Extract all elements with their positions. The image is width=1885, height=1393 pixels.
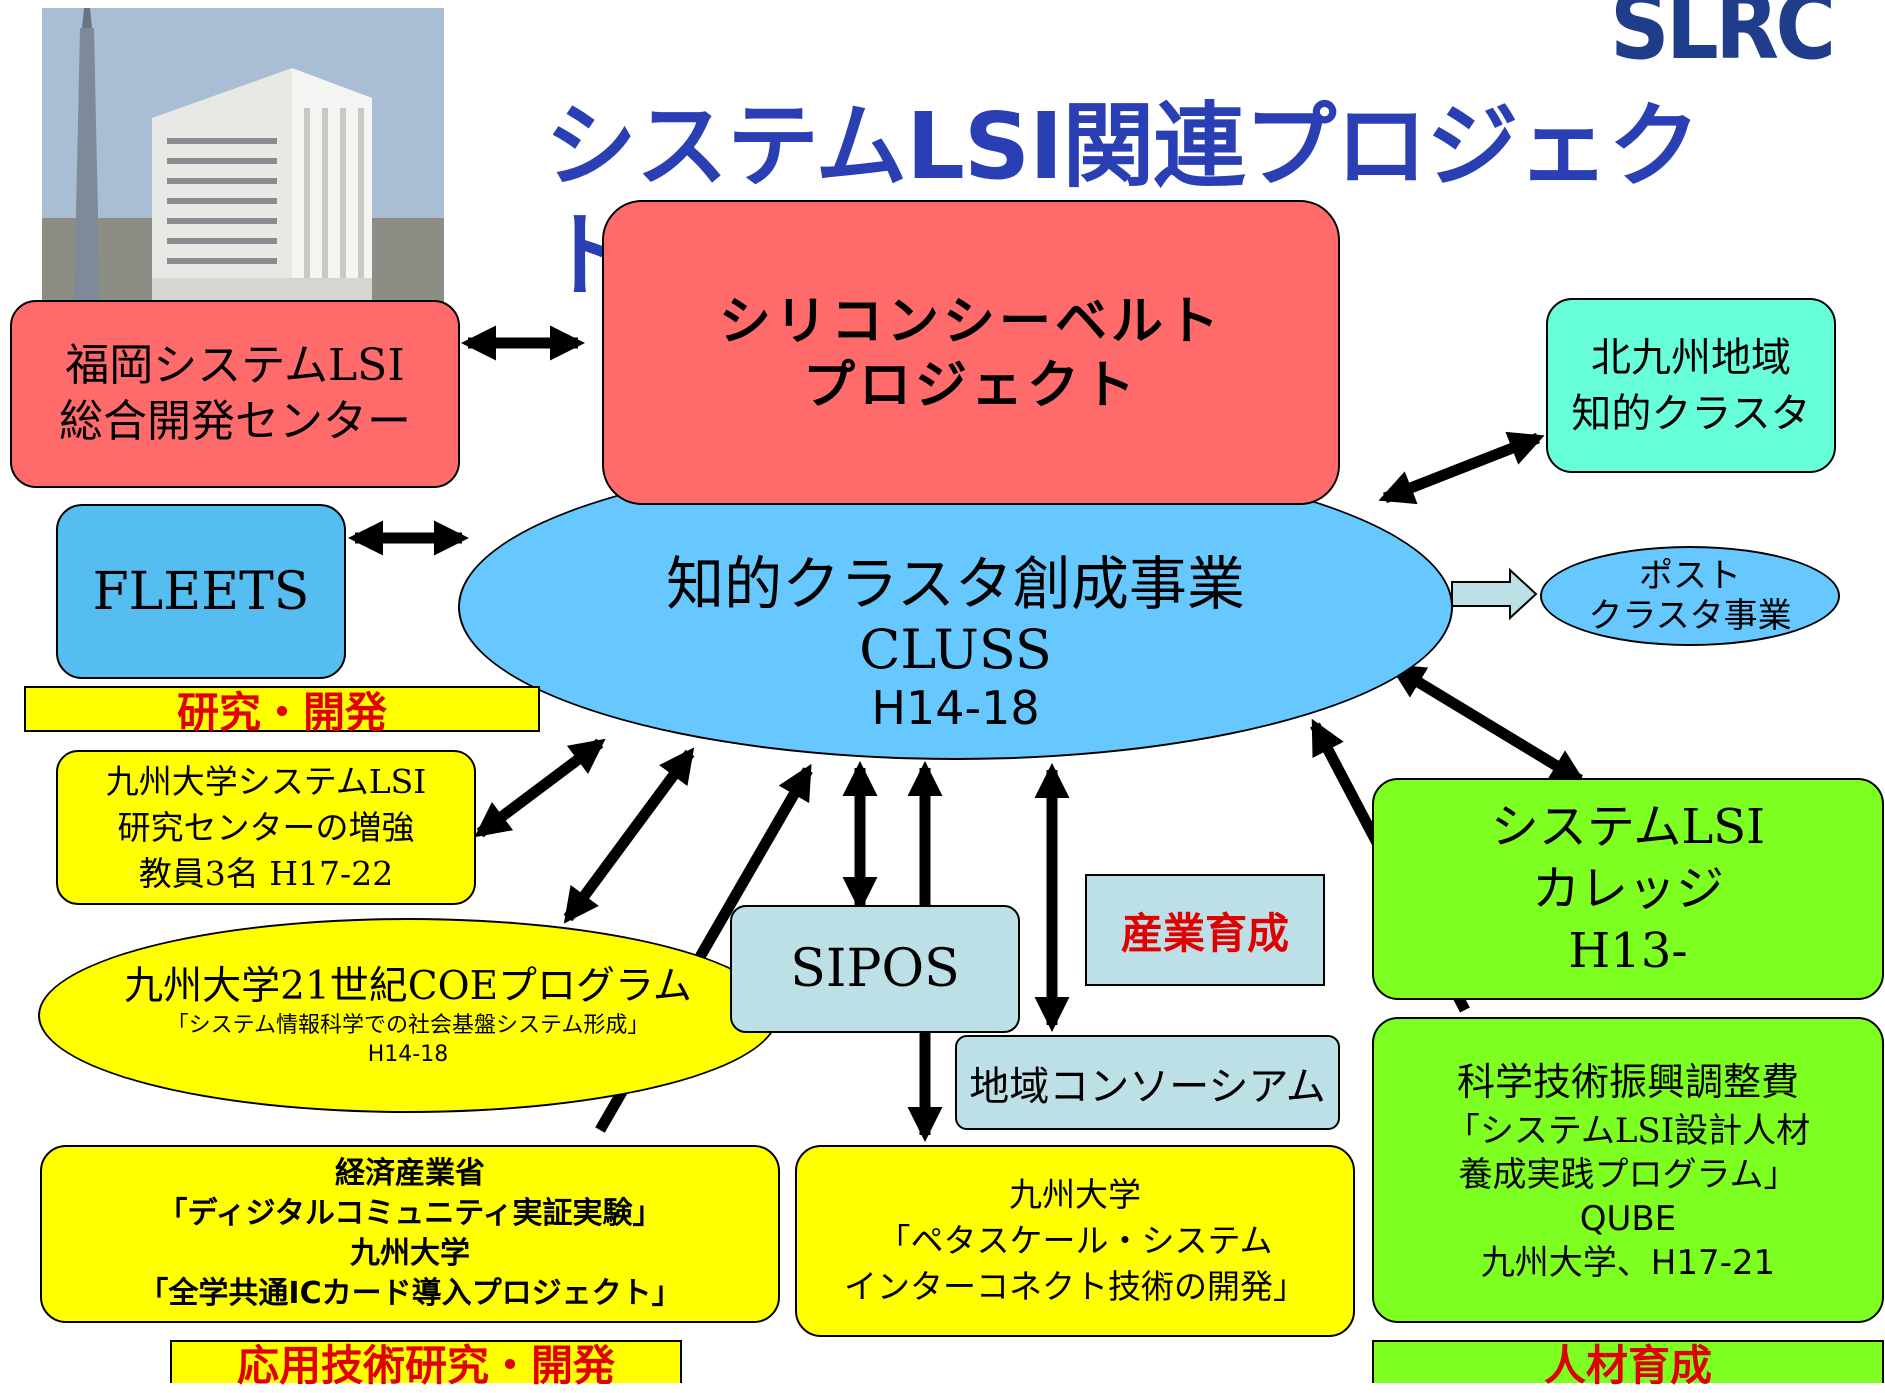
college-line3: H13- <box>1568 923 1688 979</box>
fukuoka-line2: 総合開発センター <box>59 396 411 447</box>
meti-line3: 九州大学 <box>350 1236 470 1271</box>
meti-line2: 「ディジタルコミュニティ実証実験」 <box>157 1196 663 1231</box>
cluster-ellipse: 知的クラスタ創成事業 CLUSS H14-18 <box>458 454 1453 760</box>
fukuoka-line1: 福岡システムLSI <box>65 340 405 391</box>
chiiki-consortium-box: 地域コンソーシアム <box>955 1035 1340 1130</box>
peta-line3: インターコネクト技術の開発」 <box>844 1267 1306 1306</box>
arrow-college-cluster <box>1388 663 1587 785</box>
applied-research-label: 応用技術研究・開発 <box>170 1340 682 1390</box>
fukuoka-center-box: 福岡システムLSI 総合開発センター <box>10 300 460 488</box>
silicon-seabelt-box: シリコンシーベルト プロジェクト <box>602 200 1340 505</box>
research-label-text: 研究・開発 <box>176 687 387 737</box>
fleets-label: FLEETS <box>92 561 310 622</box>
kyushu-lsi-line2: 研究センターの増強 <box>117 807 415 847</box>
sipos-box: SIPOS <box>730 905 1020 1033</box>
meti-box: 経済産業省 「ディジタルコミュニティ実証実験」 九州大学 「全学共通ICカード導… <box>40 1145 780 1323</box>
coe-ellipse: 九州大学21世紀COEプログラム 「システム情報科学での社会基盤システム形成」 … <box>38 918 778 1113</box>
peta-line2: 「ペタスケール・システム <box>877 1221 1273 1260</box>
chiiki-label: 地域コンソーシアム <box>969 1063 1326 1110</box>
kyushu-lsi-line3: 教員3名 H17-22 <box>138 853 394 893</box>
petascale-box: 九州大学 「ペタスケール・システム インターコネクト技術の開発」 <box>795 1145 1355 1337</box>
arrow-kitakyushu-cluster <box>1378 431 1545 505</box>
building-photo <box>42 8 444 326</box>
cluster-line1: 知的クラスタ創成事業 <box>666 550 1245 618</box>
silicon-line1: シリコンシーベルト <box>718 292 1223 352</box>
jinzai-label-text: 人材育成 <box>1543 1341 1712 1390</box>
kyushu-lsi-line1: 九州大学システムLSI <box>105 761 427 801</box>
silicon-line2: プロジェクト <box>802 356 1139 416</box>
kagaku-line4: QUBE <box>1579 1199 1677 1239</box>
kagaku-line1: 科学技術振興調整費 <box>1456 1060 1799 1104</box>
arrow-kyushulsi-cluster <box>474 738 606 838</box>
post-line2: クラスタ事業 <box>1588 596 1792 636</box>
post-cluster-ellipse: ポスト クラスタ事業 <box>1540 546 1840 646</box>
research-label: 研究・開発 <box>24 686 540 737</box>
arrow-coe-cluster <box>563 747 695 924</box>
meti-line4: 「全学共通ICカード導入プロジェクト」 <box>138 1276 682 1311</box>
lsi-college-box: システムLSI カレッジ H13- <box>1372 778 1884 1000</box>
meti-line1: 経済産業省 <box>335 1156 485 1191</box>
kagaku-line2: 「システムLSI設計人材 <box>1445 1111 1811 1151</box>
kitakyushu-line1: 北九州地域 <box>1591 334 1791 381</box>
college-line1: システムLSI <box>1490 799 1766 855</box>
fleets-box: FLEETS <box>56 504 346 679</box>
jinzai-label: 人材育成 <box>1372 1340 1884 1390</box>
kyushu-lsi-center-box: 九州大学システムLSI 研究センターの増強 教員3名 H17-22 <box>56 750 476 905</box>
kitakyushu-box: 北九州地域 知的クラスタ <box>1546 298 1836 473</box>
applied-label-text: 応用技術研究・開発 <box>236 1341 615 1390</box>
coe-line2: 「システム情報科学での社会基盤システム形成」 <box>166 1012 650 1038</box>
post-line1: ポスト <box>1639 556 1741 596</box>
kagaku-line3: 養成実践プログラム」 <box>1458 1155 1798 1195</box>
sangyo-label-text: 産業育成 <box>1120 908 1289 958</box>
kagaku-box: 科学技術振興調整費 「システムLSI設計人材 養成実践プログラム」 QUBE 九… <box>1372 1017 1884 1323</box>
cluster-line2: CLUSS <box>859 618 1052 681</box>
slrc-logo: SLRC <box>1610 0 1885 80</box>
sipos-label: SIPOS <box>790 939 960 999</box>
kitakyushu-line2: 知的クラスタ <box>1571 390 1811 437</box>
arrow-cluster-post <box>1451 567 1538 621</box>
coe-line1: 九州大学21世紀COEプログラム <box>124 963 692 1009</box>
peta-line1: 九州大学 <box>1009 1175 1141 1214</box>
coe-line3: H14-18 <box>367 1041 449 1067</box>
sangyo-label: 産業育成 <box>1085 874 1325 986</box>
cluster-line3: H14-18 <box>871 681 1040 735</box>
kagaku-line5: 九州大学、H17-21 <box>1480 1243 1776 1283</box>
college-line2: カレッジ <box>1531 861 1724 917</box>
logo-text: SLRC <box>1610 0 1836 80</box>
